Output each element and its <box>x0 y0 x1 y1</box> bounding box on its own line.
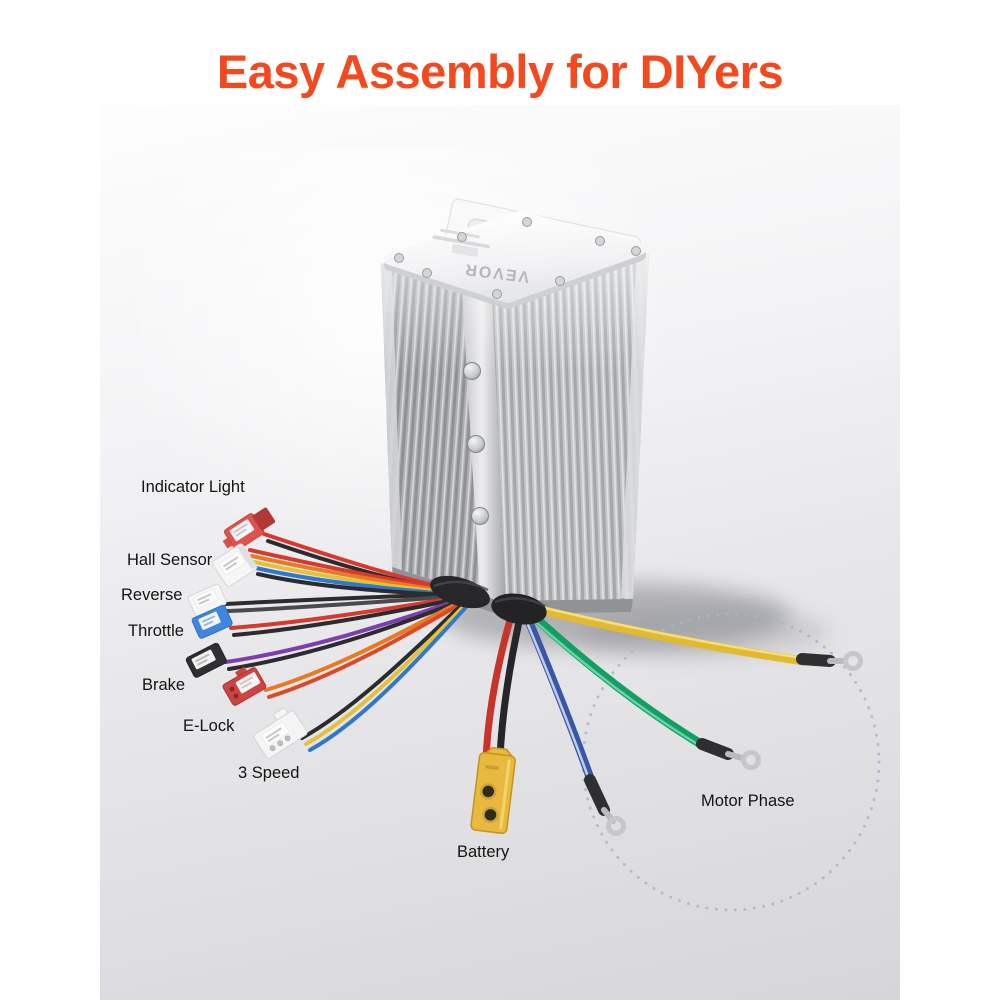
indicator-light-connector <box>222 507 276 551</box>
wire-throttle-red <box>229 595 463 630</box>
wire-elock-orange <box>264 598 466 692</box>
label-battery: Battery <box>457 843 510 861</box>
wire-3speed-yellow <box>304 602 468 746</box>
three-speed-connector <box>253 707 308 759</box>
ring-terminal-blue <box>606 816 626 836</box>
wire-reverse-black <box>224 592 462 606</box>
wire-brake-black <box>227 598 465 671</box>
wire-phase-yellow-highlight <box>530 603 805 660</box>
power-wires <box>482 602 809 791</box>
heatshrink-blue <box>584 774 610 816</box>
rib-screw <box>463 362 481 380</box>
battery-xt90-connector <box>470 746 516 835</box>
hall-sensor-connector <box>212 543 258 587</box>
wire-3speed-black <box>300 600 467 740</box>
wire-reverse-gray <box>226 594 463 613</box>
label-e-lock: E-Lock <box>183 717 235 735</box>
plate-screws <box>394 217 641 299</box>
brake-connector <box>185 642 227 678</box>
label-3-speed: 3 Speed <box>238 764 300 782</box>
wire-phase-green-highlight <box>525 612 704 749</box>
label-motor-phase: Motor Phase <box>701 792 795 810</box>
label-brake: Brake <box>142 676 186 694</box>
ring-terminal-green <box>741 750 761 770</box>
ring-terminal-yellow <box>843 651 863 671</box>
top-plate: VEVOR <box>384 211 646 309</box>
wire-elock-red <box>267 600 466 699</box>
wire-battery-black <box>496 604 526 762</box>
label-reverse: Reverse <box>121 586 183 604</box>
rib-screw <box>467 435 485 453</box>
wire-3speed-blue <box>308 604 469 752</box>
xt90-socket <box>480 783 497 800</box>
wire-phase-green <box>524 607 709 751</box>
page-title: Easy Assembly for DIYers <box>216 45 784 98</box>
xt90-socket <box>482 806 499 824</box>
wire-throttle-black <box>232 596 464 637</box>
e-lock-connector <box>222 666 267 706</box>
label-indicator-light: Indicator Light <box>141 478 245 496</box>
spec-label <box>451 244 479 257</box>
wire-phase-blue <box>520 607 598 791</box>
wire-phase-blue-highlight <box>521 611 593 787</box>
throttle-connector <box>191 604 233 639</box>
heatsink-body <box>381 253 649 614</box>
heatshrink-green <box>696 738 734 760</box>
rib-screw <box>471 507 489 525</box>
wire-phase-yellow <box>527 603 809 666</box>
wire-battery-red <box>482 602 518 764</box>
heatshrink-yellow <box>796 653 836 667</box>
label-throttle: Throttle <box>128 622 184 640</box>
cable-glands <box>430 575 547 625</box>
bottom-rim <box>392 567 633 614</box>
ring-terminals <box>584 651 863 836</box>
wire-brake-purple <box>224 597 464 664</box>
label-hall-sensor: Hall Sensor <box>127 551 213 569</box>
